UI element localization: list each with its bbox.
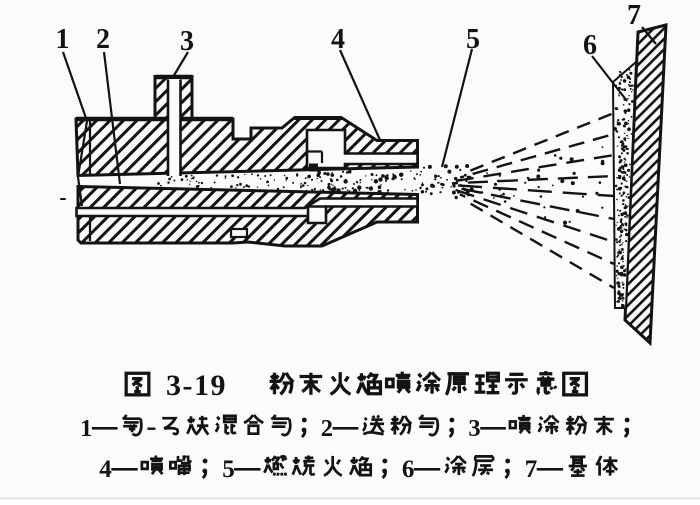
svg-text:6: 6 [583, 30, 597, 61]
svg-text:3: 3 [180, 26, 194, 57]
svg-text:4: 4 [331, 24, 345, 55]
svg-text:5: 5 [222, 456, 235, 483]
svg-text:1: 1 [56, 24, 70, 55]
svg-text:6: 6 [402, 456, 415, 483]
svg-text:3-19: 3-19 [166, 369, 227, 402]
svg-text:5: 5 [466, 24, 480, 55]
svg-text:7: 7 [627, 0, 641, 31]
svg-text:2: 2 [321, 415, 333, 442]
svg-text:7: 7 [525, 456, 538, 483]
svg-text:3: 3 [468, 415, 480, 442]
svg-text:4: 4 [99, 456, 112, 483]
svg-text:2: 2 [96, 24, 110, 55]
svg-text:1: 1 [80, 415, 92, 442]
